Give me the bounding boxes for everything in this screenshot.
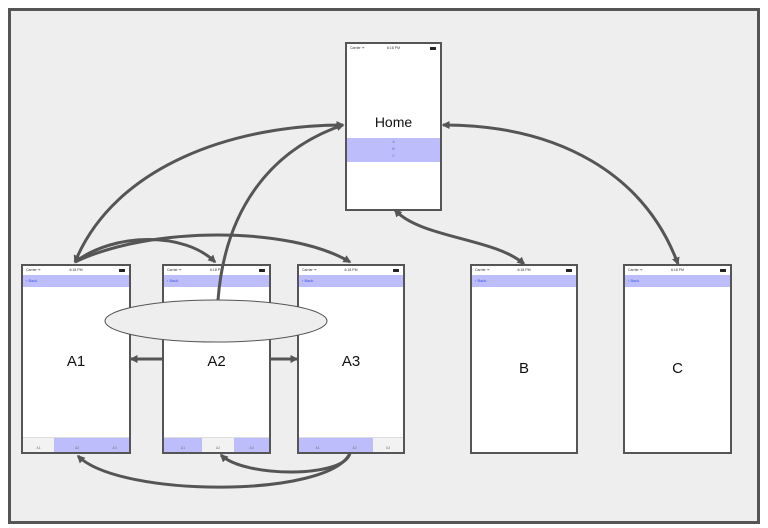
status-bar: Carrier ᯤ 6:18 PM (164, 266, 269, 275)
home-menu-item-a[interactable]: A (392, 140, 395, 144)
tab-bar: A1 A2 A3 (23, 437, 129, 452)
tab-a2[interactable]: A2 (54, 438, 100, 452)
a3-screen: Carrier ᯤ 6:18 PM ‹ Back A3 A1 A2 A3 (297, 264, 405, 454)
status-bar: Carrier ᯤ 6:18 PM (347, 44, 440, 53)
carrier-label: Carrier ᯤ (167, 268, 182, 272)
battery-icon (566, 268, 572, 272)
tab-bar: A1 A2 A3 (299, 437, 403, 452)
navigation-bar: ‹ Back (23, 275, 129, 287)
a2-screen: Carrier ᯤ 6:18 PM ‹ Back A2 A1 A2 A3 (162, 264, 271, 454)
battery-icon (119, 268, 125, 272)
carrier-label: Carrier ᯤ (26, 268, 41, 272)
navigation-bar: ‹ Back (299, 275, 403, 287)
home-title: Home (374, 114, 413, 130)
tab-a3[interactable]: A3 (100, 438, 129, 452)
tab-bar: A1 A2 A3 (164, 437, 269, 452)
c-screen: Carrier ᯤ 6:18 PM ‹ Back C (623, 264, 732, 454)
battery-icon (720, 268, 726, 272)
tab-a2[interactable]: A2 (336, 438, 373, 452)
tab-a1[interactable]: A1 (36, 446, 41, 450)
home-menu-item-c[interactable]: C (392, 154, 395, 158)
carrier-label: Carrier ᯤ (628, 268, 643, 272)
status-bar: Carrier ᯤ 6:18 PM (472, 266, 576, 275)
carrier-label: Carrier ᯤ (350, 46, 365, 50)
back-button[interactable]: ‹ Back (628, 278, 640, 283)
tab-a3[interactable]: A3 (385, 446, 391, 450)
home-menu-item-b[interactable]: B (392, 147, 395, 151)
navigation-bar: ‹ Back (164, 275, 269, 287)
c-title: C (672, 360, 683, 377)
back-button[interactable]: ‹ Back (475, 278, 487, 283)
a3-title: A3 (341, 353, 361, 370)
tab-group-ellipse (104, 299, 328, 343)
arrow-home-c (441, 121, 680, 266)
a2-title: A2 (207, 353, 226, 370)
clock-label: 6:18 PM (517, 268, 531, 272)
back-button[interactable]: ‹ Back (167, 278, 179, 283)
b-title: B (518, 360, 529, 377)
battery-icon (393, 268, 399, 272)
tab-a2[interactable]: A2 (215, 446, 221, 450)
tab-a3[interactable]: A3 (234, 438, 269, 452)
back-button[interactable]: ‹ Back (302, 278, 314, 283)
arrow-home-b (393, 208, 526, 266)
tab-a1[interactable]: A1 (164, 438, 202, 452)
clock-label: 6:18 PM (209, 268, 224, 272)
navigation-bar: ‹ Back (472, 275, 576, 287)
home-screen: Carrier ᯤ 6:18 PM Home A B C (345, 42, 442, 211)
status-bar: Carrier ᯤ 6:18 PM (23, 266, 129, 275)
carrier-label: Carrier ᯤ (475, 268, 490, 272)
carrier-label: Carrier ᯤ (302, 268, 317, 272)
home-menu-band: A B C (347, 138, 440, 162)
a1-screen: Carrier ᯤ 6:18 PM ‹ Back A1 A1 A2 A3 (21, 264, 131, 454)
b-screen: Carrier ᯤ 6:18 PM ‹ Back B (470, 264, 578, 454)
a1-title: A1 (66, 353, 86, 370)
clock-label: 6:18 PM (69, 268, 83, 272)
back-button[interactable]: ‹ Back (26, 278, 38, 283)
status-bar: Carrier ᯤ 6:18 PM (299, 266, 403, 275)
arrow-a2-home (216, 123, 345, 301)
arrow-a1-home (73, 121, 345, 264)
tab-a1[interactable]: A1 (299, 438, 336, 452)
arrow-a1-a3 (74, 233, 352, 264)
arrow-a3-a1 (76, 452, 352, 489)
battery-icon (430, 46, 436, 50)
navigation-bar: ‹ Back (625, 275, 730, 287)
clock-label: 6:18 PM (670, 268, 685, 272)
status-bar: Carrier ᯤ 6:18 PM (625, 266, 730, 275)
arrow-a1-a2 (74, 238, 217, 264)
clock-label: 6:18 PM (344, 268, 358, 272)
battery-icon (259, 268, 265, 272)
clock-label: 6:18 PM (386, 46, 401, 50)
